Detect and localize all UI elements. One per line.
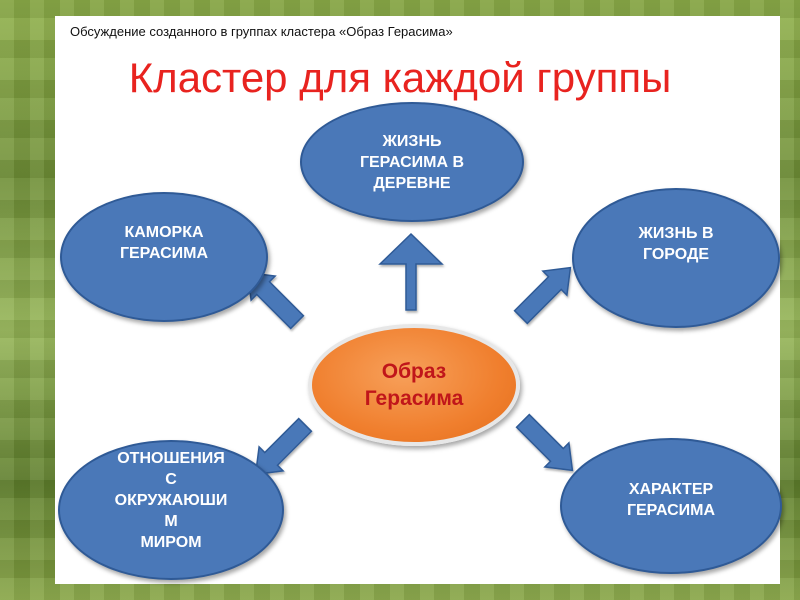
node-left-top: КАМОРКА ГЕРАСИМА [60, 192, 268, 322]
node-right-top-label: ЖИЗНЬ В ГОРОДЕ [638, 225, 714, 263]
arrow-up [378, 232, 444, 311]
node-top: ЖИЗНЬ ГЕРАСИМА В ДЕРЕВНЕ [300, 102, 524, 222]
node-left-top-label: КАМОРКА ГЕРАСИМА [119, 224, 209, 262]
slide-subtitle: Обсуждение созданного в группах кластера… [70, 24, 453, 39]
arrow-down-right [515, 413, 574, 472]
node-left-bottom: ОТНОШЕНИЯ С ОКРУЖАЮШИ М МИРОМ [58, 440, 284, 580]
center-node-label: Образ Герасима [364, 360, 464, 410]
node-right-top: ЖИЗНЬ В ГОРОДЕ [572, 188, 780, 328]
node-right-bottom: ХАРАКТЕР ГЕРАСИМА [560, 438, 782, 574]
arrow-up-right [513, 266, 572, 325]
center-node: Образ Герасима [308, 324, 520, 446]
slide-title: Кластер для каждой группы [128, 54, 672, 101]
node-right-bottom-label: ХАРАКТЕР ГЕРАСИМА [626, 481, 716, 519]
node-top-label: ЖИЗНЬ ГЕРАСИМА В ДЕРЕВНЕ [359, 132, 465, 192]
node-left-bottom-label: ОТНОШЕНИЯ С ОКРУЖАЮШИ М МИРОМ [114, 449, 228, 551]
